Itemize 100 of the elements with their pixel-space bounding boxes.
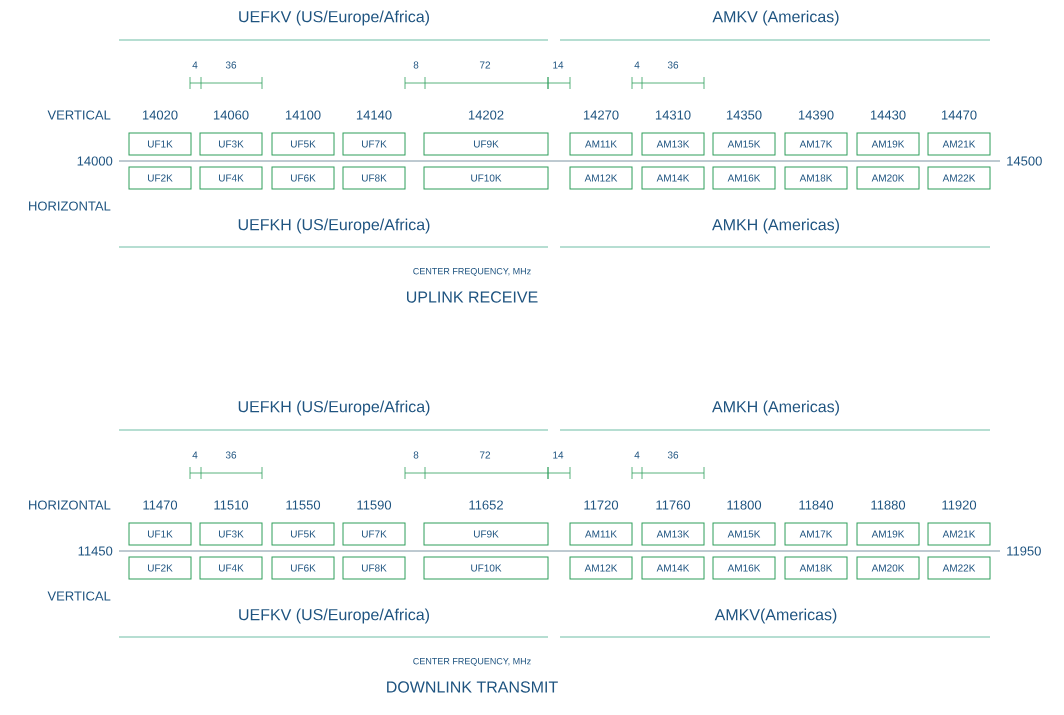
- channel-box: UF6K: [271, 556, 335, 580]
- frequency-label: 14202: [468, 110, 504, 120]
- dimension-value: 36: [667, 451, 679, 459]
- dimension-value: 72: [479, 451, 491, 459]
- frequency-label: 11470: [143, 500, 178, 510]
- channel-box: AM13K: [641, 522, 705, 546]
- frequency-label: 14470: [941, 110, 977, 120]
- dimension-value: 14: [553, 451, 564, 459]
- frequency-label: 14060: [213, 110, 249, 120]
- channel-box: UF10K: [423, 556, 549, 580]
- polarization-label: VERTICAL: [47, 591, 111, 601]
- frequency-label: 11840: [799, 500, 834, 510]
- channel-box: AM21K: [927, 522, 991, 546]
- channel-box: AM13K: [641, 132, 705, 156]
- channel-box: AM18K: [784, 556, 848, 580]
- polarization-label: VERTICAL: [47, 110, 111, 120]
- frequency-label: 14430: [870, 110, 906, 120]
- region-label: AMKH (Americas): [712, 218, 839, 234]
- channel-box: UF1K: [128, 132, 192, 156]
- channel-box: AM14K: [641, 166, 705, 190]
- frequency-label: 14270: [583, 110, 619, 120]
- region-label: UEFKH (US/Europe/Africa): [238, 218, 430, 234]
- channel-box: AM16K: [712, 556, 776, 580]
- frequency-label: 14020: [142, 110, 178, 120]
- frequency-label: 11550: [286, 500, 321, 510]
- channel-box: AM20K: [856, 556, 920, 580]
- region-label: UEFKV (US/Europe/Africa): [239, 608, 429, 624]
- channel-box: UF8K: [342, 556, 406, 580]
- channel-box: AM17K: [784, 132, 848, 156]
- channel-box: AM18K: [784, 166, 848, 190]
- axis-caption: CENTER FREQUENCY, MHz: [413, 658, 531, 666]
- channel-box: UF9K: [423, 132, 549, 156]
- channel-box: UF7K: [342, 132, 406, 156]
- channel-box: AM11K: [569, 132, 633, 156]
- frequency-label: 11510: [214, 500, 249, 510]
- dimension-value: 36: [225, 451, 237, 459]
- channel-box: UF4K: [199, 166, 263, 190]
- dimension-value: 4: [192, 61, 198, 69]
- frequency-label: 14310: [655, 110, 691, 120]
- channel-box: UF8K: [342, 166, 406, 190]
- polarization-label: HORIZONTAL: [29, 201, 111, 211]
- channel-box: UF2K: [128, 556, 192, 580]
- frequency-label: 14140: [356, 110, 392, 120]
- dimension-value: 36: [225, 61, 237, 69]
- dimension-value: 14: [553, 61, 564, 69]
- channel-box: UF5K: [271, 522, 335, 546]
- channel-box: UF5K: [271, 132, 335, 156]
- region-label: UEFKH (US/Europe/Africa): [238, 400, 430, 416]
- channel-box: UF7K: [342, 522, 406, 546]
- region-label: AMKV(Americas): [714, 608, 837, 624]
- dimension-value: 4: [634, 451, 640, 459]
- dimension-value: 72: [479, 61, 491, 69]
- region-label: UEFKV (US/Europe/Africa): [239, 10, 429, 26]
- band-edge-label: 14000: [77, 156, 113, 166]
- channel-box: AM22K: [927, 166, 991, 190]
- frequency-label: 11880: [871, 500, 906, 510]
- frequency-label: 11760: [656, 500, 691, 510]
- frequency-label: 14350: [726, 110, 762, 120]
- channel-box: AM20K: [856, 166, 920, 190]
- band-edge-label: 11450: [78, 546, 113, 556]
- channel-box: AM12K: [569, 166, 633, 190]
- channel-box: AM21K: [927, 132, 991, 156]
- channel-box: UF3K: [199, 132, 263, 156]
- channel-box: UF6K: [271, 166, 335, 190]
- dimension-value: 4: [192, 451, 198, 459]
- panel-title: UPLINK RECEIVE: [407, 291, 538, 303]
- channel-box: AM15K: [712, 522, 776, 546]
- frequency-label: 11652: [469, 500, 503, 510]
- dimension-value: 36: [667, 61, 679, 69]
- panel-title: DOWNLINK TRANSMIT: [387, 681, 558, 693]
- frequency-label: 11800: [727, 500, 762, 510]
- dimension-value: 4: [634, 61, 640, 69]
- channel-box: AM17K: [784, 522, 848, 546]
- channel-box: AM11K: [569, 522, 633, 546]
- channel-box: AM22K: [927, 556, 991, 580]
- channel-box: UF3K: [199, 522, 263, 546]
- region-label: AMKV (Americas): [712, 10, 839, 26]
- channel-box: AM15K: [712, 132, 776, 156]
- channel-box: UF9K: [423, 522, 549, 546]
- channel-box: UF2K: [128, 166, 192, 190]
- band-edge-label: 11950: [1007, 546, 1041, 556]
- frequency-label: 14390: [798, 110, 834, 120]
- frequency-label: 14100: [285, 110, 321, 120]
- axis-caption: CENTER FREQUENCY, MHz: [413, 268, 531, 276]
- channel-box: AM19K: [856, 132, 920, 156]
- frequency-label: 11920: [942, 500, 977, 510]
- channel-box: AM14K: [641, 556, 705, 580]
- channel-box: UF1K: [128, 522, 192, 546]
- channel-box: AM12K: [569, 556, 633, 580]
- channel-box: AM19K: [856, 522, 920, 546]
- channel-box: AM16K: [712, 166, 776, 190]
- band-edge-label: 14500: [1007, 156, 1042, 166]
- frequency-label: 11590: [357, 500, 392, 510]
- channel-box: UF10K: [423, 166, 549, 190]
- polarization-label: HORIZONTAL: [29, 500, 111, 510]
- region-label: AMKH (Americas): [712, 400, 839, 416]
- channel-box: UF4K: [199, 556, 263, 580]
- dimension-value: 8: [413, 61, 419, 69]
- frequency-label: 11720: [584, 500, 619, 510]
- dimension-value: 8: [413, 451, 419, 459]
